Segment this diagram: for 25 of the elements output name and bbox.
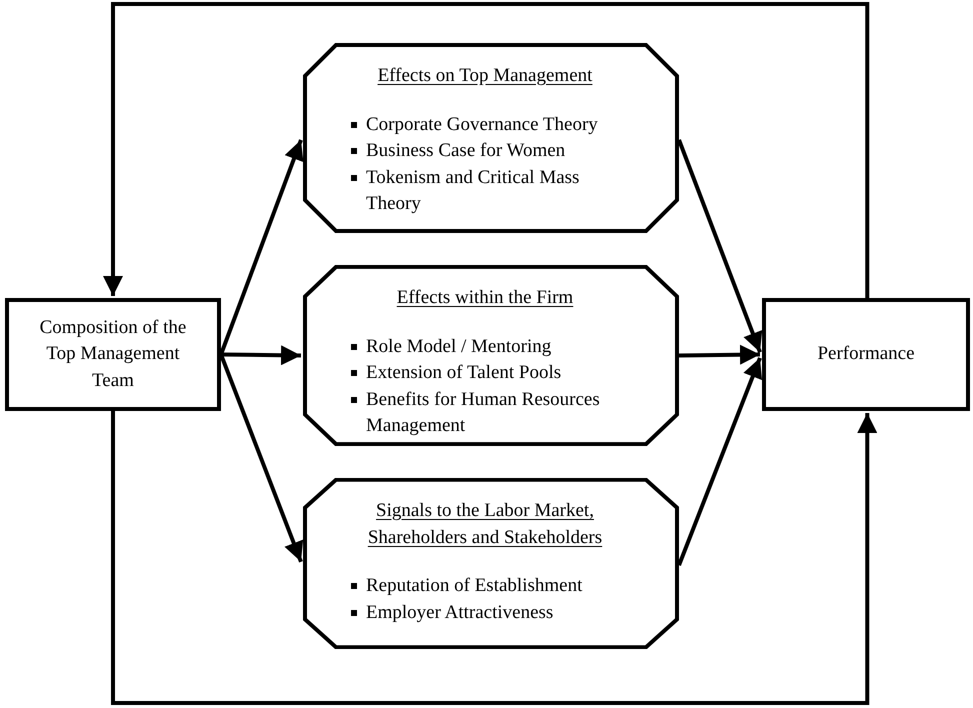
process-box bbox=[5, 298, 221, 411]
process-box bbox=[762, 298, 970, 411]
arrow bbox=[677, 357, 762, 566]
box-label: Performance bbox=[817, 342, 915, 366]
box-heading: Signals to the Labor Market, Shareholders and Stakeholders bbox=[366, 499, 604, 550]
bullet-item: Role Model / Mentoring bbox=[351, 334, 619, 360]
box-heading: Effects on Top Management bbox=[376, 64, 594, 88]
bullet-item: Employer Attractiveness bbox=[351, 600, 619, 626]
arrow bbox=[219, 354, 304, 562]
box-heading: Effects within the Firm bbox=[396, 286, 574, 310]
bullet-item: Tokenism and Critical Mass Theory bbox=[351, 164, 619, 218]
arrow bbox=[677, 139, 762, 353]
octagon-box bbox=[303, 265, 679, 446]
bullet-item: Benefits for Human Resources Management bbox=[351, 386, 619, 440]
bullet-item: Corporate Governance Theory bbox=[351, 112, 619, 138]
arrow bbox=[103, 2, 870, 298]
bullet-item: Business Case for Women bbox=[351, 138, 619, 165]
octagon-box bbox=[303, 478, 679, 649]
bullet-item: Extension of Talent Pools bbox=[351, 360, 619, 387]
arrow bbox=[220, 345, 302, 366]
arrow bbox=[219, 139, 304, 356]
bullet-item: Reputation of Establishment bbox=[351, 573, 619, 600]
arrow bbox=[111, 411, 878, 705]
box-label: Composition of the Top Management Team bbox=[38, 316, 188, 393]
arrow bbox=[678, 344, 760, 365]
